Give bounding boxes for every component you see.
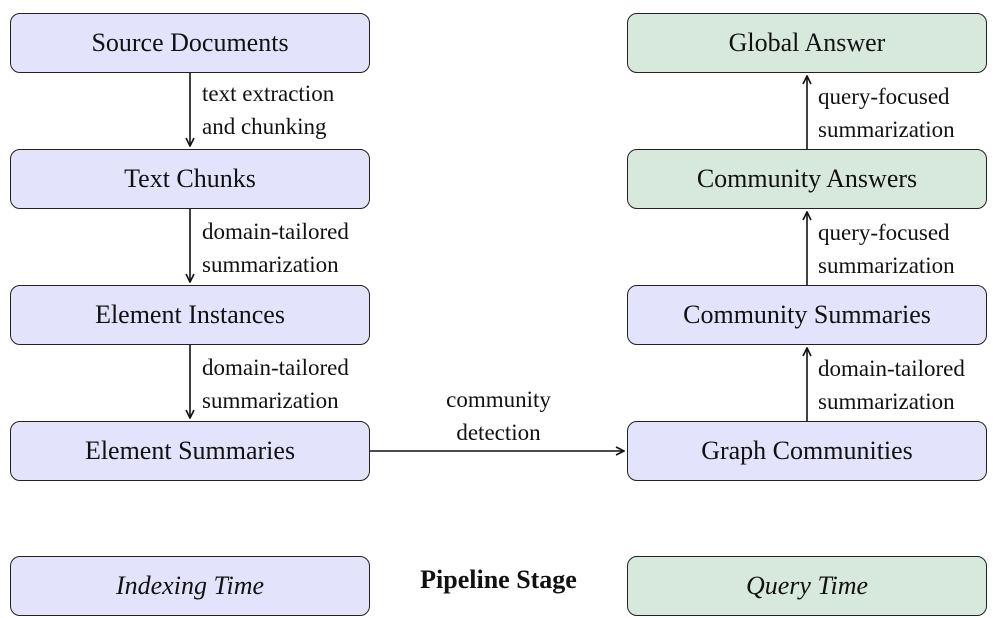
node-community-answers: Community Answers [627,149,987,209]
edge-label-answers-to-global: query-focused summarization [818,84,955,142]
edge-label-text-extraction: text extraction and chunking [202,81,335,139]
node-text-chunks: Text Chunks [10,149,370,209]
node-graph-communities: Graph Communities [627,421,987,481]
node-element-instances: Element Instances [10,285,370,345]
edge-label-instances-to-summaries: domain-tailored summarization [202,355,349,413]
edge-label-communities-to-summaries: domain-tailored summarization [818,356,965,414]
edge-label-chunks-to-instances: domain-tailored summarization [202,219,349,277]
node-source-documents: Source Documents [10,13,370,73]
legend-pipeline-stage: Pipeline Stage [420,565,577,594]
node-community-summaries: Community Summaries [627,285,987,345]
edge-label-summaries-to-answers: query-focused summarization [818,220,955,278]
legend-indexing-time: Indexing Time [10,556,370,616]
node-global-answer: Global Answer [627,13,987,73]
edge-label-community-detection: community detection [446,387,551,445]
node-element-summaries: Element Summaries [10,421,370,481]
legend-query-time: Query Time [627,556,987,616]
